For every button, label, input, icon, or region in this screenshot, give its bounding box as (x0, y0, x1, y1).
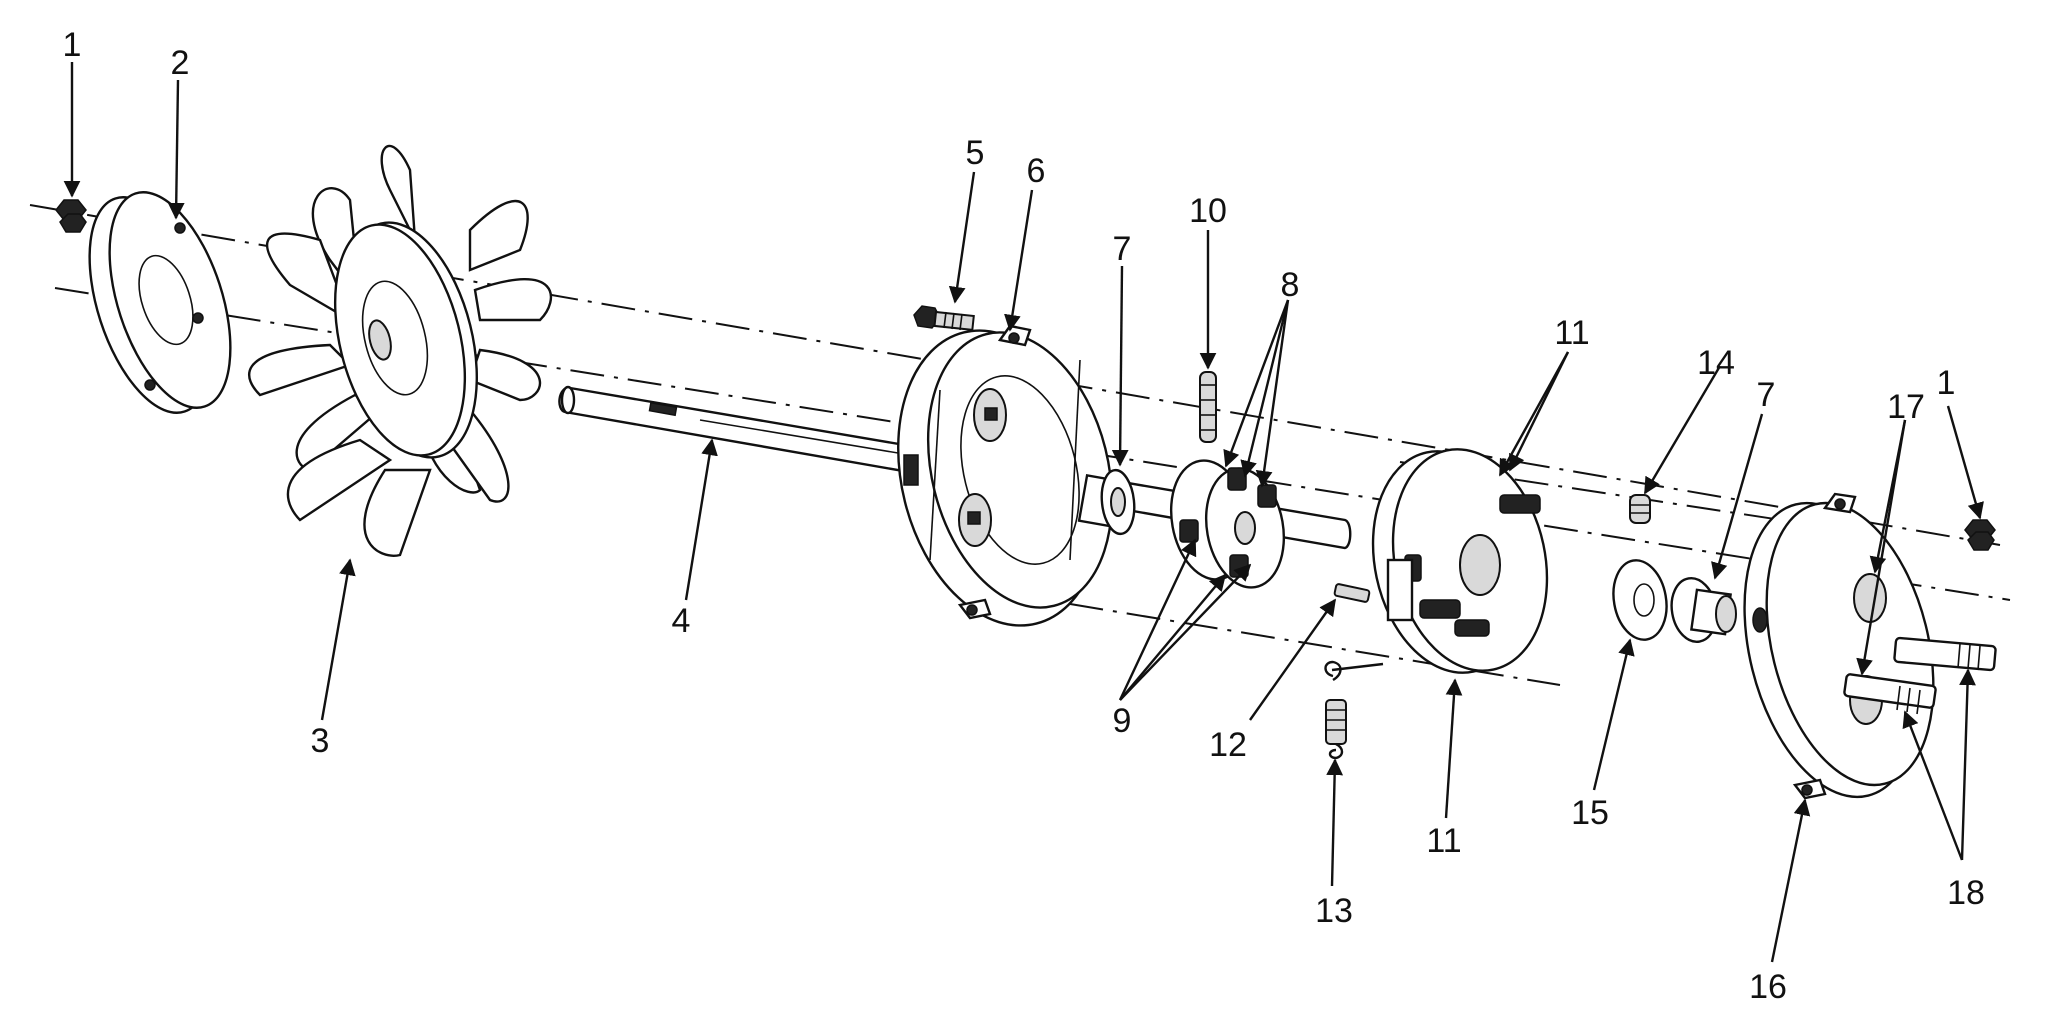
spring (1324, 660, 1347, 760)
callout-1-right: 1 (1937, 364, 1956, 402)
callout-2: 2 (171, 44, 190, 82)
callout-12: 12 (1209, 726, 1247, 764)
callout-3: 3 (311, 722, 330, 760)
lock-nut-left (55, 199, 87, 233)
callout-15: 15 (1571, 794, 1609, 832)
bushing-left (1077, 468, 1136, 536)
callout-5: 5 (966, 134, 985, 172)
callout-16: 16 (1749, 968, 1787, 1006)
callout-8: 8 (1281, 266, 1300, 304)
studs (1843, 636, 1997, 715)
roll-pin (1199, 371, 1217, 443)
callout-11-bottom: 11 (1426, 822, 1461, 860)
clutch-assembly (1371, 448, 1549, 674)
bolt (913, 305, 975, 331)
callout-4: 4 (672, 602, 691, 640)
fan-plate (88, 191, 232, 414)
callout-17: 17 (1887, 388, 1925, 426)
lock-nut-right (1964, 519, 1996, 551)
callout-9: 9 (1113, 702, 1132, 740)
drive-hub (1169, 459, 1286, 589)
bushing-right (1670, 577, 1737, 643)
callout-labels: 1 2 3 4 5 6 7 8 9 10 11 11 12 13 14 7 15… (63, 26, 1985, 1006)
washer (1612, 559, 1668, 641)
callout-7-left: 7 (1113, 230, 1132, 268)
leader-lines (63, 62, 1984, 963)
cooling-fan (248, 145, 553, 557)
front-housing (897, 324, 1114, 627)
set-screw (1629, 494, 1651, 524)
callout-7-right: 7 (1757, 376, 1776, 414)
callout-18: 18 (1947, 874, 1985, 912)
callout-10: 10 (1189, 192, 1227, 230)
callout-11-top: 11 (1554, 314, 1589, 352)
key (1333, 583, 1371, 603)
callout-6: 6 (1027, 152, 1046, 190)
callout-13: 13 (1315, 892, 1353, 930)
rear-housing (1743, 492, 1935, 800)
callout-14: 14 (1697, 344, 1735, 382)
callout-1-left: 1 (63, 26, 82, 64)
